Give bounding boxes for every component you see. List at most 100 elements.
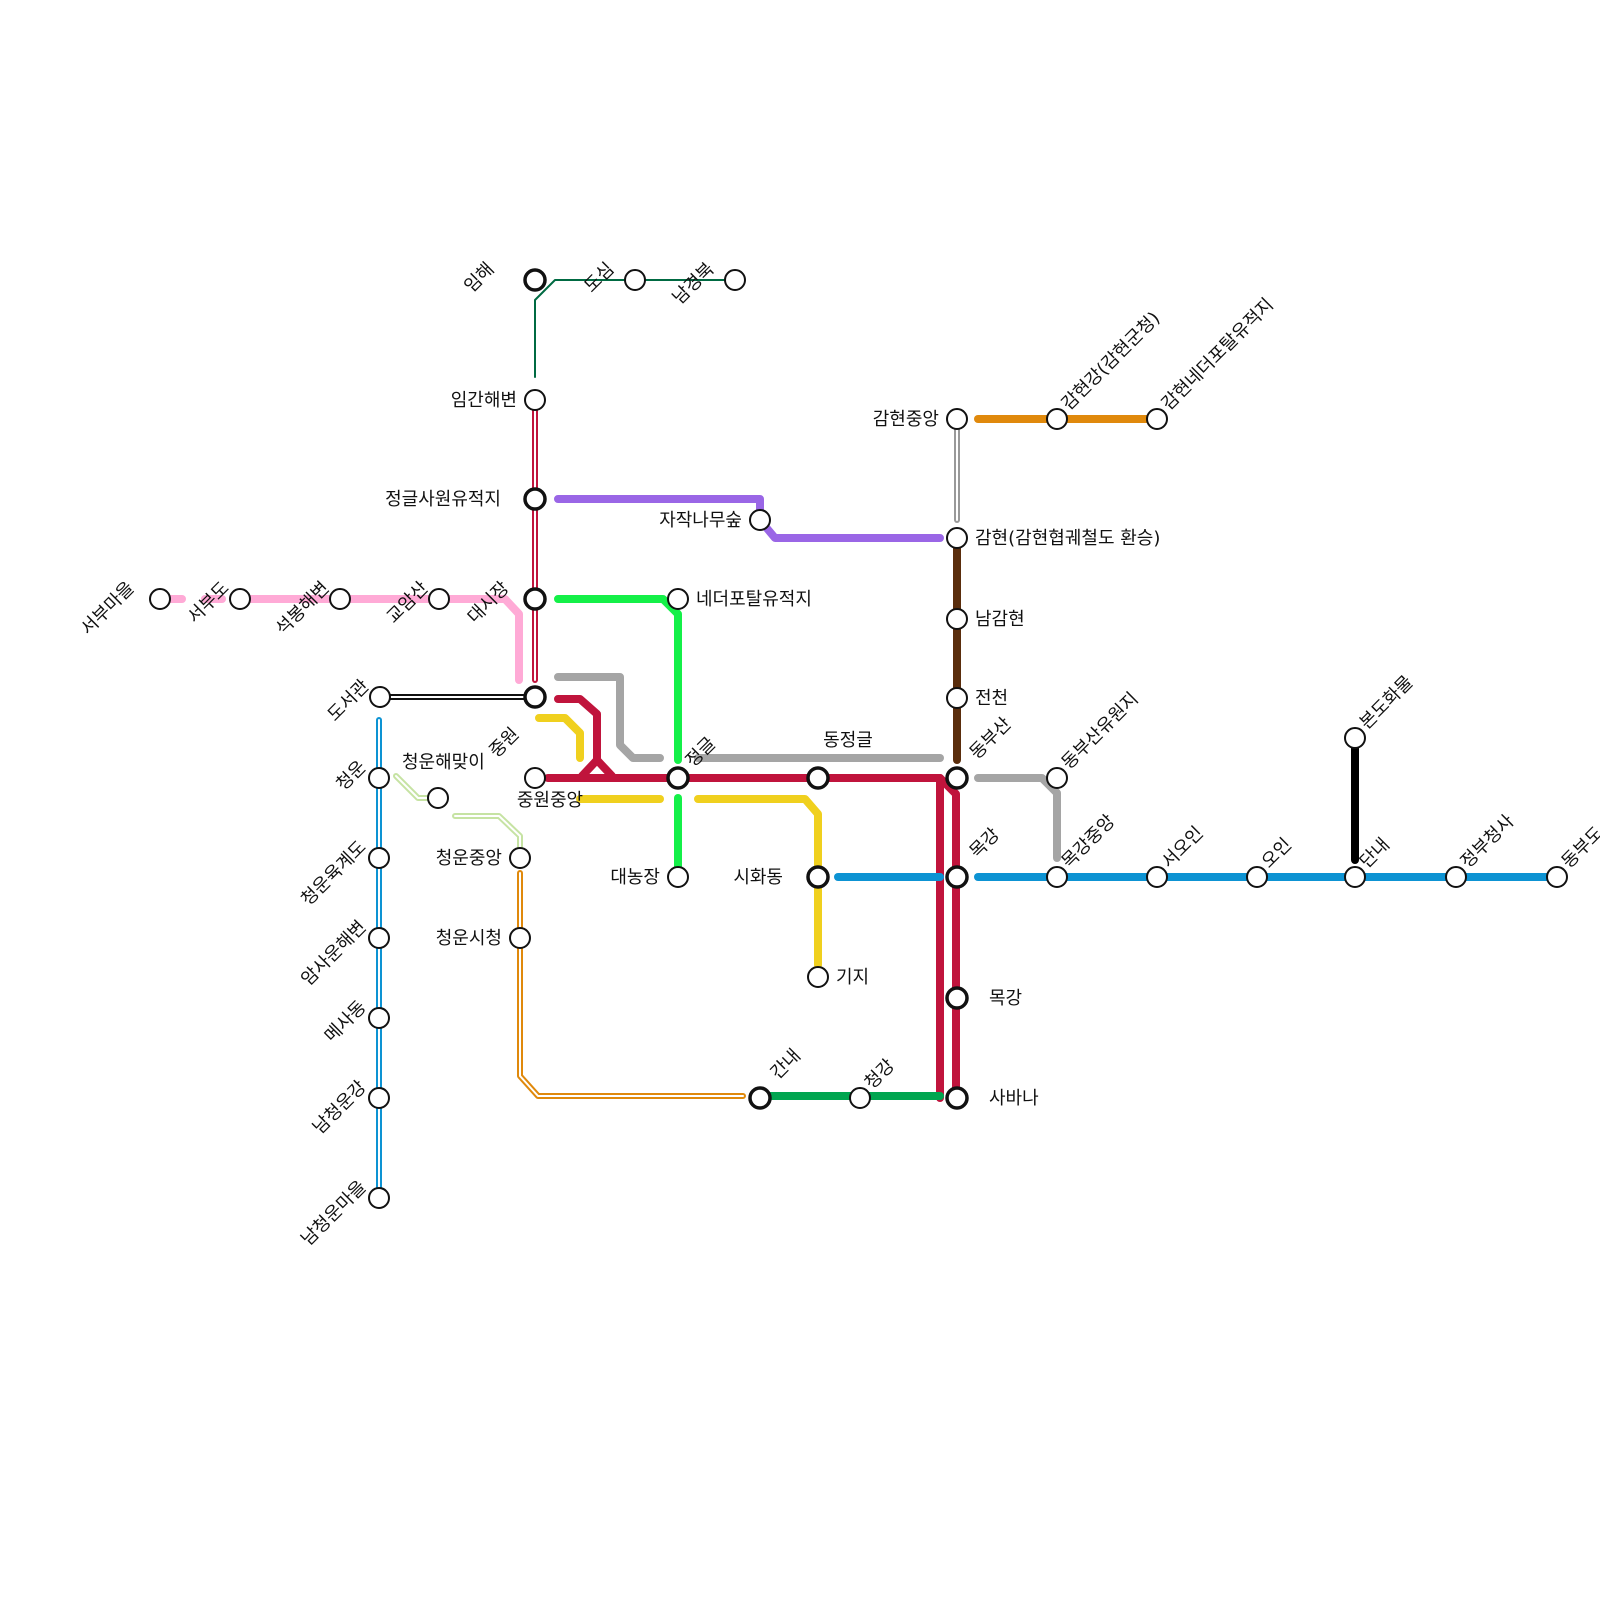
station-marker[interactable] xyxy=(667,866,689,888)
station-label[interactable]: 서오인 xyxy=(1158,823,1208,873)
station-marker[interactable] xyxy=(523,268,547,292)
station-label[interactable]: 목강 xyxy=(966,824,1004,862)
station-marker[interactable] xyxy=(427,787,449,809)
station-marker[interactable] xyxy=(1046,866,1068,888)
station-marker[interactable] xyxy=(523,587,547,611)
station-label[interactable]: 청운시청 xyxy=(436,928,502,949)
station-marker[interactable] xyxy=(946,527,968,549)
station-marker[interactable] xyxy=(945,766,969,790)
station-label[interactable]: 네더포탈유적지 xyxy=(696,589,812,610)
station-marker[interactable] xyxy=(806,766,830,790)
route-line-crimson-1 xyxy=(554,695,616,780)
station-marker[interactable] xyxy=(1146,866,1168,888)
station-label[interactable]: 자작나무숲 xyxy=(659,510,742,531)
station-marker[interactable] xyxy=(229,588,251,610)
station-label[interactable]: 도서관 xyxy=(324,676,374,726)
station-marker[interactable] xyxy=(1344,727,1366,749)
station-label[interactable]: 서부도 xyxy=(184,578,234,628)
station-label[interactable]: 임간해변 xyxy=(451,390,517,411)
station-label[interactable]: 목강 xyxy=(989,988,1022,1009)
station-label[interactable]: 청강 xyxy=(861,1055,899,1093)
station-marker[interactable] xyxy=(369,686,391,708)
station-marker[interactable] xyxy=(524,389,546,411)
station-label[interactable]: 정부청사 xyxy=(1457,811,1519,873)
station-label[interactable]: 간내 xyxy=(767,1045,805,1083)
station-marker[interactable] xyxy=(523,487,547,511)
station-label[interactable]: 정글 xyxy=(682,733,720,771)
station-label[interactable]: 남경북 xyxy=(669,259,719,309)
station-marker[interactable] xyxy=(368,1007,390,1029)
station-marker[interactable] xyxy=(945,986,969,1010)
station-marker[interactable] xyxy=(368,1087,390,1109)
station-label[interactable]: 남청운강 xyxy=(309,1077,371,1139)
station-marker[interactable] xyxy=(368,767,390,789)
station-marker[interactable] xyxy=(849,1087,871,1109)
station-label[interactable]: 암사운해변 xyxy=(297,917,370,990)
station-marker[interactable] xyxy=(524,767,546,789)
station-label[interactable]: 오인 xyxy=(1258,834,1296,872)
station-marker[interactable] xyxy=(1344,866,1366,888)
station-label[interactable]: 동부산 xyxy=(966,714,1016,764)
station-label[interactable]: 목강중앙 xyxy=(1058,811,1120,873)
station-label[interactable]: 중원중앙 xyxy=(517,790,583,811)
station-label[interactable]: 남청운마을 xyxy=(297,1177,370,1250)
station-marker[interactable] xyxy=(1046,408,1068,430)
route-line-lightgreen-double-inner-0 xyxy=(395,775,429,799)
station-marker[interactable] xyxy=(1546,866,1568,888)
station-marker[interactable] xyxy=(1246,866,1268,888)
station-marker[interactable] xyxy=(724,269,746,291)
station-label[interactable]: 메사동 xyxy=(321,997,371,1047)
station-label[interactable]: 단내 xyxy=(1356,834,1394,872)
station-marker[interactable] xyxy=(748,1086,772,1110)
station-label[interactable]: 감현(감현협궤철도 환승) xyxy=(975,528,1160,549)
station-label[interactable]: 청운중앙 xyxy=(436,848,502,869)
station-label[interactable]: 감현강(감현군청) xyxy=(1058,308,1165,415)
route-line-lightgreen-double-0 xyxy=(393,773,431,801)
station-label[interactable]: 석봉해변 xyxy=(272,578,334,640)
station-label[interactable]: 동정글 xyxy=(823,730,873,751)
station-label[interactable]: 임해 xyxy=(460,259,498,297)
station-marker[interactable] xyxy=(945,1086,969,1110)
station-marker[interactable] xyxy=(667,588,689,610)
station-marker[interactable] xyxy=(806,865,830,889)
station-label[interactable]: 시화동 xyxy=(733,867,783,888)
station-label[interactable]: 대농장 xyxy=(610,867,660,888)
station-marker[interactable] xyxy=(428,588,450,610)
station-marker[interactable] xyxy=(149,588,171,610)
station-label[interactable]: 청운육계도 xyxy=(297,837,370,910)
station-label[interactable]: 청운 xyxy=(332,757,370,795)
station-label[interactable]: 전천 xyxy=(975,688,1008,709)
station-marker[interactable] xyxy=(509,847,531,869)
station-label[interactable]: 감현중앙 xyxy=(873,409,939,430)
station-label[interactable]: 감현네더포탈유적지 xyxy=(1158,294,1278,414)
station-marker[interactable] xyxy=(523,685,547,709)
station-label[interactable]: 정글사원유적지 xyxy=(385,489,501,510)
station-marker[interactable] xyxy=(1046,767,1068,789)
station-label[interactable]: 동부산유원지 xyxy=(1058,688,1143,773)
station-label[interactable]: 동부도 xyxy=(1558,823,1600,873)
station-marker[interactable] xyxy=(624,269,646,291)
station-marker[interactable] xyxy=(946,408,968,430)
station-marker[interactable] xyxy=(368,927,390,949)
station-marker[interactable] xyxy=(807,966,829,988)
station-label[interactable]: 남감현 xyxy=(975,609,1025,630)
station-marker[interactable] xyxy=(509,927,531,949)
station-label[interactable]: 청운해맞이 xyxy=(402,752,485,773)
station-marker[interactable] xyxy=(1445,866,1467,888)
station-label[interactable]: 중원 xyxy=(485,724,523,762)
station-label[interactable]: 기지 xyxy=(836,967,869,988)
station-label[interactable]: 본도화물 xyxy=(1356,672,1418,734)
station-label[interactable]: 도심 xyxy=(580,259,618,297)
station-marker[interactable] xyxy=(666,766,690,790)
station-marker[interactable] xyxy=(329,588,351,610)
station-marker[interactable] xyxy=(368,1187,390,1209)
route-line-pink-2 xyxy=(241,595,523,684)
station-marker[interactable] xyxy=(946,608,968,630)
station-label[interactable]: 서부마을 xyxy=(77,578,139,640)
station-label[interactable]: 사바나 xyxy=(989,1088,1039,1109)
station-marker[interactable] xyxy=(749,509,771,531)
station-marker[interactable] xyxy=(368,847,390,869)
station-marker[interactable] xyxy=(1146,408,1168,430)
station-marker[interactable] xyxy=(945,865,969,889)
station-marker[interactable] xyxy=(946,687,968,709)
